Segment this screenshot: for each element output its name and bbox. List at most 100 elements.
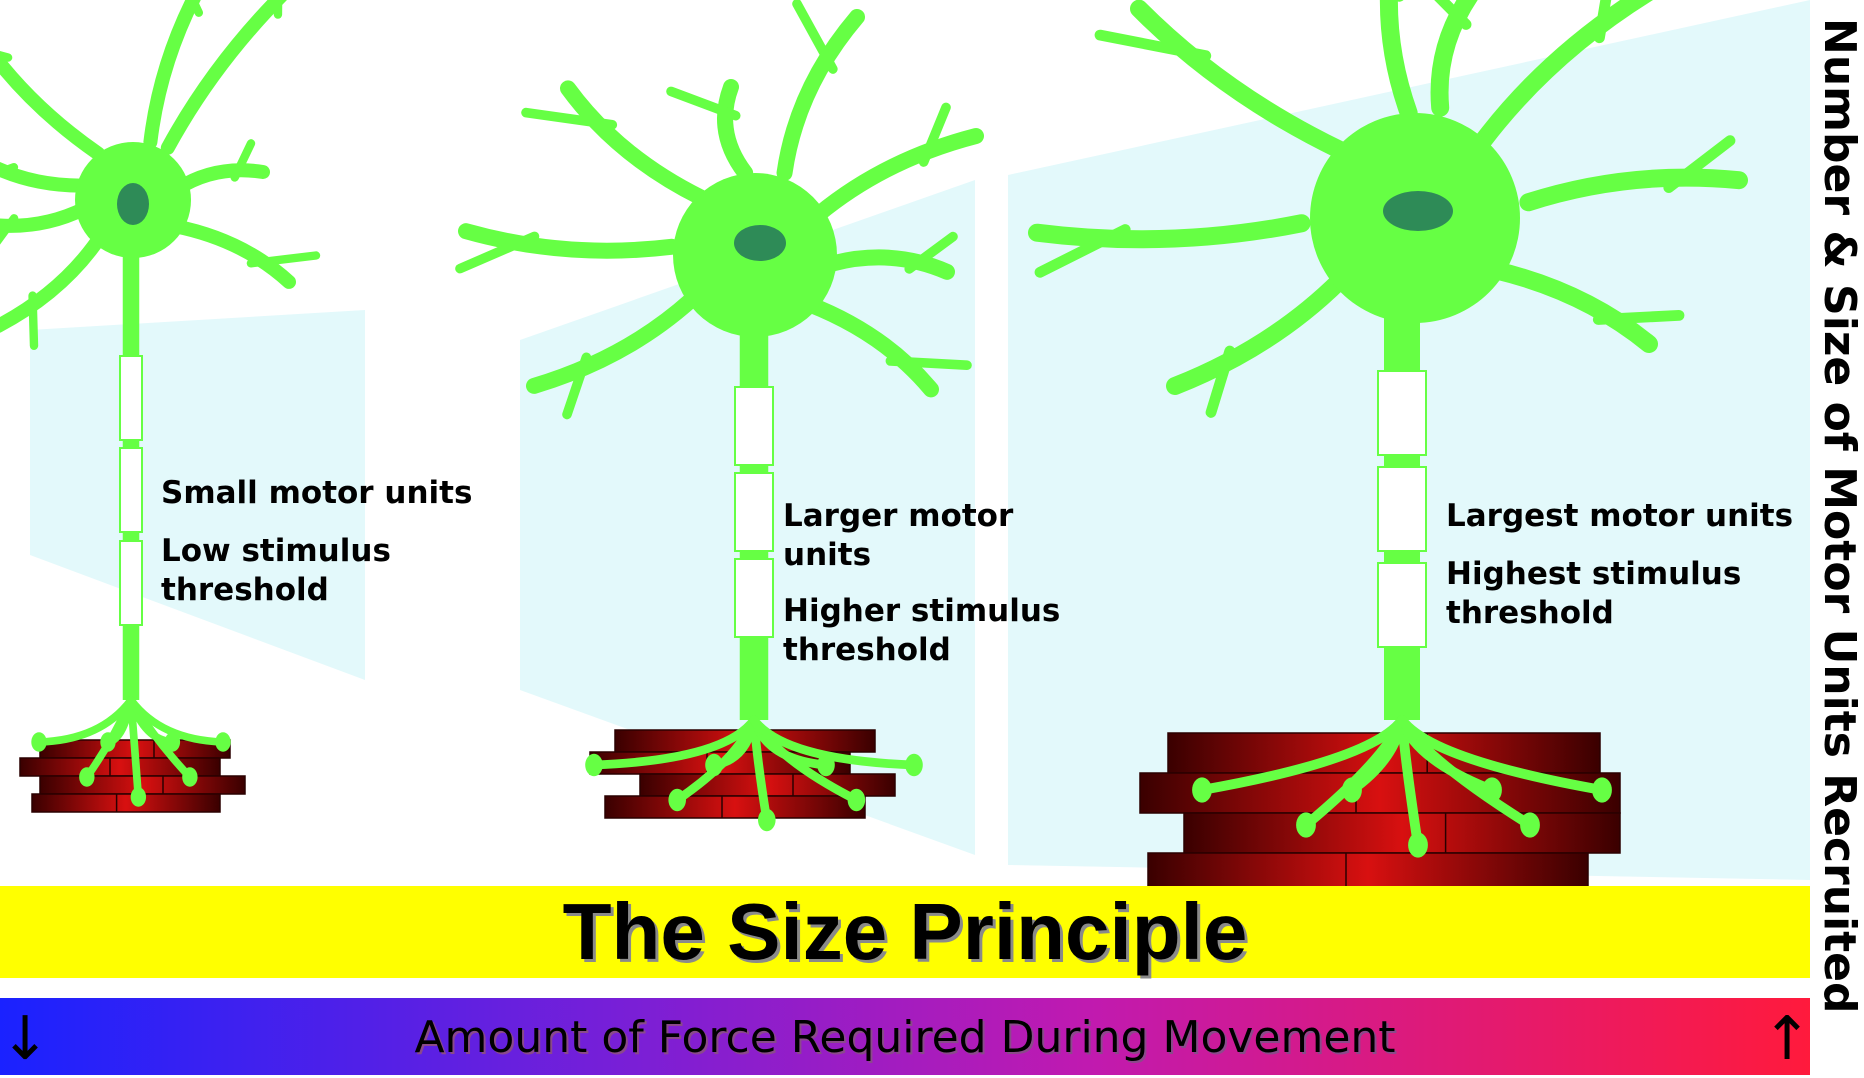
- dendrite-branch: [521, 107, 618, 130]
- dendrite-branch: [1594, 0, 1612, 44]
- dendrite: [1519, 168, 1748, 212]
- axon-terminal: [749, 715, 919, 770]
- dendrite-branch: [188, 0, 203, 17]
- unit-2-size-line-2: units: [783, 537, 872, 573]
- force-gradient-bar: [0, 998, 1810, 1075]
- dendrite-branch: [885, 356, 972, 370]
- dendrite: [1379, 0, 1418, 122]
- arrow-down-icon: ↓: [0, 1004, 51, 1074]
- terminal-bulb: [758, 808, 776, 832]
- myelin-segment: [119, 447, 143, 533]
- dendrite: [143, 0, 201, 149]
- terminal-bulb: [1520, 812, 1540, 838]
- dendrite-branch: [666, 86, 741, 121]
- terminal-bulb: [668, 788, 686, 812]
- muscle-brick: [1183, 812, 1621, 854]
- terminal-bulb: [100, 732, 116, 752]
- dendrite-branch: [246, 251, 321, 268]
- page-title: The Size Principle: [562, 887, 1248, 976]
- terminal-bulb: [79, 767, 95, 787]
- dendrite-branch: [0, 162, 19, 177]
- terminal-bulb: [1592, 777, 1612, 803]
- unit-3-size-label: Largest motor units: [1446, 498, 1794, 534]
- dendrite-branch: [792, 0, 838, 74]
- dendrite: [526, 292, 700, 394]
- myelin-segment: [119, 540, 143, 626]
- dendrite: [0, 201, 92, 233]
- myelin-segment: [1377, 562, 1427, 648]
- dendrite: [1166, 272, 1349, 395]
- muscle-brick: [604, 795, 866, 819]
- dendrite: [458, 223, 680, 259]
- dendrite: [776, 9, 865, 181]
- dendrite-branch: [918, 102, 951, 167]
- terminal-bulb: [215, 732, 231, 752]
- dendrite-branch: [1034, 224, 1131, 278]
- unit-2-threshold-line-2: threshold: [783, 632, 951, 668]
- dendrite: [0, 162, 95, 193]
- dendrite-branch: [1094, 29, 1212, 62]
- dendrite: [1430, 0, 1478, 117]
- myelin-segment: [1377, 466, 1427, 552]
- myelin-segment: [119, 355, 143, 441]
- axon-terminal: [1397, 715, 1607, 795]
- myelin-segment: [1377, 370, 1427, 456]
- myelin-segment: [734, 558, 774, 638]
- terminal-bulb: [1192, 777, 1212, 803]
- myelin-segment: [734, 472, 774, 552]
- dendrite: [1475, 0, 1654, 149]
- unit-2-threshold-line-1: Higher stimulus: [783, 593, 1061, 629]
- dendrite: [1028, 214, 1311, 249]
- dendrite: [825, 249, 955, 280]
- neuron-2: [455, 0, 984, 832]
- nucleus: [1383, 191, 1453, 231]
- dendrite: [560, 80, 709, 206]
- dendrite-branch: [1663, 135, 1736, 193]
- dendrite-branch: [230, 139, 256, 182]
- unit-3-threshold-line-1: Highest stimulus: [1446, 556, 1742, 592]
- dendrite-branch: [273, 0, 283, 19]
- terminal-bulb: [130, 787, 147, 807]
- dendrite: [1487, 261, 1658, 353]
- unit-2-size-line-1: Larger motor: [783, 498, 1014, 534]
- unit-1-size-label: Small motor units: [161, 475, 473, 511]
- muscle-brick: [31, 793, 221, 813]
- unit-1-threshold-line-2: threshold: [161, 572, 329, 608]
- terminal-bulb: [1408, 832, 1428, 858]
- title-banner: [0, 886, 1810, 978]
- unit-3-threshold-line-2: threshold: [1446, 595, 1614, 631]
- terminal-bulb: [585, 753, 603, 777]
- dendrite: [0, 52, 106, 161]
- dendrite: [717, 79, 754, 181]
- terminal-bulb: [1296, 812, 1316, 838]
- dendrite: [801, 296, 939, 398]
- terminal-bulb: [705, 753, 723, 777]
- dendrite: [1130, 0, 1349, 159]
- dendrite-branch: [455, 231, 540, 274]
- dendrite-branch: [0, 50, 13, 62]
- unit-1-threshold-line-1: Low stimulus: [161, 533, 391, 569]
- dendrite: [810, 128, 984, 222]
- terminal-bulb: [1342, 777, 1362, 803]
- myelin-segment: [734, 386, 774, 466]
- dendrite-branch: [28, 291, 39, 350]
- force-axis-label: Amount of Force Required During Movement: [414, 1012, 1396, 1063]
- dendrite-branch: [1205, 345, 1236, 418]
- arrow-up-icon: ↑: [1762, 1004, 1813, 1074]
- recruitment-axis-label: Number & Size of Motor Units Recruited: [1814, 18, 1864, 1014]
- terminal-bulb: [905, 753, 923, 777]
- dendrite-branch: [904, 231, 958, 274]
- dendrite-branch: [0, 214, 19, 245]
- backdrop-panel-1: [30, 310, 365, 680]
- neuron-1: [0, 0, 321, 813]
- terminal-bulb: [182, 767, 198, 787]
- nucleus: [734, 225, 786, 261]
- dendrite-branch: [562, 352, 592, 420]
- terminal-bulb: [847, 788, 866, 812]
- axon-terminal: [127, 696, 227, 746]
- muscle-brick: [1147, 852, 1589, 890]
- neuron-3: [1028, 0, 1748, 890]
- dendrite: [0, 227, 109, 333]
- dendrite: [167, 219, 296, 289]
- nucleus: [117, 183, 149, 225]
